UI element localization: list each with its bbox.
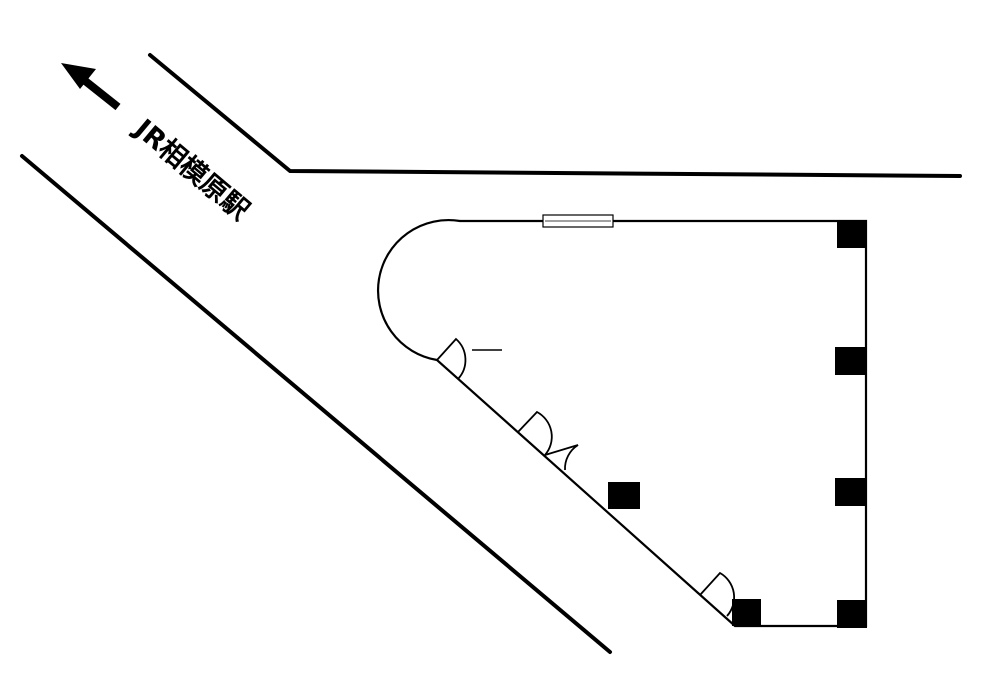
column-bottom-left — [732, 599, 761, 626]
door-double-right — [544, 444, 579, 471]
road — [20, 53, 962, 654]
building-outline — [376, 218, 868, 628]
road-edge-lower — [20, 154, 612, 654]
building — [376, 214, 868, 628]
door-upper — [436, 337, 467, 380]
column-right-lower — [835, 478, 865, 506]
direction-indicator: JR相模原駅 — [61, 63, 255, 227]
arrow-left-icon — [61, 63, 121, 111]
station-label: JR相模原駅 — [127, 112, 255, 226]
column-top-right — [837, 220, 867, 248]
door-lower — [699, 571, 736, 617]
column-right-upper — [835, 347, 865, 375]
road-edge-upper — [148, 53, 962, 178]
window — [542, 214, 614, 228]
door-double-left — [517, 410, 553, 456]
column-bottom-right — [837, 600, 867, 628]
column-interior — [608, 482, 640, 509]
